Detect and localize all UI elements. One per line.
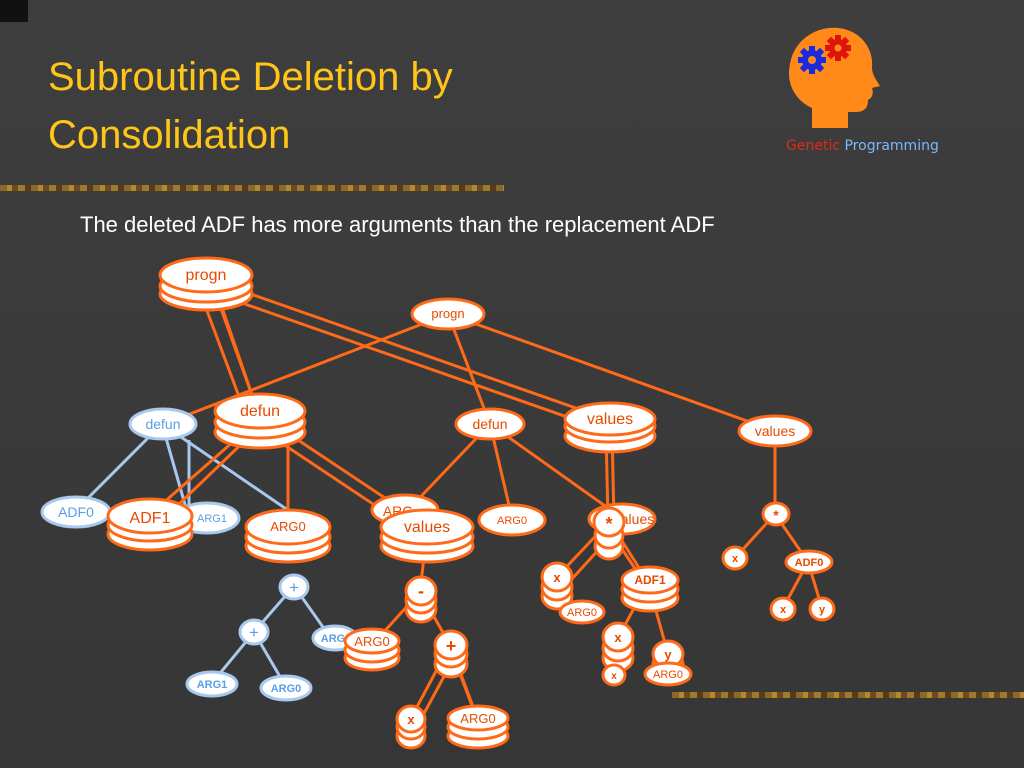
node-arg0-right: ARG0 <box>477 503 547 537</box>
node-plus-big: + <box>433 629 469 679</box>
node-adf0-small: ADF0 <box>784 549 834 575</box>
svg-text:defun: defun <box>240 403 280 420</box>
node-arg0-blue-bottom: ARG0 <box>259 674 313 702</box>
node-defun-big: defun <box>213 392 307 450</box>
node-star-big: * <box>592 506 626 561</box>
node-values-small: values <box>737 414 813 448</box>
svg-text:x: x <box>553 570 561 585</box>
orange-tree-edges <box>145 276 824 733</box>
logo-word-programming: Programming <box>844 138 939 154</box>
svg-text:ARG0: ARG0 <box>497 515 527 527</box>
svg-text:-: - <box>418 581 424 601</box>
node-defun-blue: defun <box>128 407 198 441</box>
node-values-big: values <box>563 401 657 454</box>
node-defun-right: defun <box>454 407 526 441</box>
svg-text:x: x <box>407 712 415 727</box>
title-divider-rule <box>0 185 504 191</box>
svg-text:+: + <box>249 623 259 642</box>
svg-text:y: y <box>664 647 672 662</box>
node-adf1-big: ADF1 <box>106 497 194 552</box>
svg-text:progn: progn <box>186 267 227 284</box>
node-x-small-2: x <box>769 596 797 622</box>
svg-text:ARG0: ARG0 <box>460 711 495 726</box>
svg-text:*: * <box>773 507 779 523</box>
logo-word-genetic: Genetic <box>786 138 841 154</box>
svg-text:y: y <box>819 604 826 616</box>
svg-text:x: x <box>780 604 787 616</box>
slide-subtitle: The deleted ADF has more arguments than … <box>80 212 715 237</box>
node-adf1-small: ADF1 <box>620 565 680 613</box>
svg-text:progn: progn <box>431 306 464 321</box>
title-line-1: Subroutine Deletion by <box>48 55 453 99</box>
node-arg0-small-a: ARG0 <box>558 599 606 625</box>
svg-text:ADF1: ADF1 <box>634 573 666 587</box>
node-values-mid: values <box>379 508 475 564</box>
node-star-small: * <box>761 501 791 527</box>
node-x-tiny: x <box>601 663 627 687</box>
node-progn-small: progn <box>410 297 486 331</box>
node-progn-main: progn <box>158 256 254 312</box>
logo-caption: Genetic Programming <box>786 138 939 154</box>
head-with-gears-icon <box>788 27 880 129</box>
bottom-divider-rule <box>672 692 1024 698</box>
svg-text:ADF1: ADF1 <box>130 510 171 527</box>
svg-text:x: x <box>732 553 739 565</box>
node-minus-big: - <box>404 575 438 624</box>
svg-text:ARG0: ARG0 <box>653 669 683 681</box>
node-arg0-bottom: ARG0 <box>446 704 510 750</box>
svg-text:ARG1: ARG1 <box>197 679 228 691</box>
svg-text:x: x <box>611 671 617 682</box>
node-y-small: y <box>808 596 836 622</box>
node-arg0-stack: ARG0 <box>343 627 401 672</box>
svg-text:*: * <box>605 514 612 534</box>
svg-text:ARG0: ARG0 <box>354 634 389 649</box>
svg-text:ARG0: ARG0 <box>271 683 302 695</box>
svg-text:values: values <box>755 423 795 439</box>
node-plus-blue-1: + <box>278 573 310 601</box>
svg-text:values: values <box>404 519 450 536</box>
node-x-small-1: x <box>721 545 749 571</box>
svg-text:values: values <box>587 411 633 428</box>
node-arg0-big: ARG0 <box>244 508 332 564</box>
svg-text:ADF0: ADF0 <box>795 557 824 569</box>
node-x-stack-1: x <box>540 561 574 611</box>
node-arg1-blue-bottom: ARG1 <box>185 670 239 698</box>
title-line-2: Consolidation <box>48 113 291 157</box>
node-arg0-small-b: ARG0 <box>643 661 693 687</box>
svg-text:defun: defun <box>472 416 507 432</box>
corner-mark <box>0 0 28 22</box>
svg-text:ARG: ARG <box>321 633 345 645</box>
svg-text:defun: defun <box>145 416 180 432</box>
svg-text:ARG1: ARG1 <box>197 513 227 525</box>
node-adf0-blue: ADF0 <box>40 495 112 529</box>
node-x-stack-2: x <box>601 621 635 673</box>
node-x-bottom: x <box>395 704 427 750</box>
svg-text:ARG0: ARG0 <box>270 519 305 534</box>
slide-title: Subroutine Deletion by Consolidation <box>48 48 608 164</box>
node-plus-blue-2: + <box>238 618 270 646</box>
svg-text:ADF0: ADF0 <box>58 504 94 520</box>
svg-text:ARG0: ARG0 <box>567 607 597 619</box>
svg-text:x: x <box>614 630 622 645</box>
svg-text:+: + <box>289 578 299 597</box>
svg-text:+: + <box>446 636 457 656</box>
